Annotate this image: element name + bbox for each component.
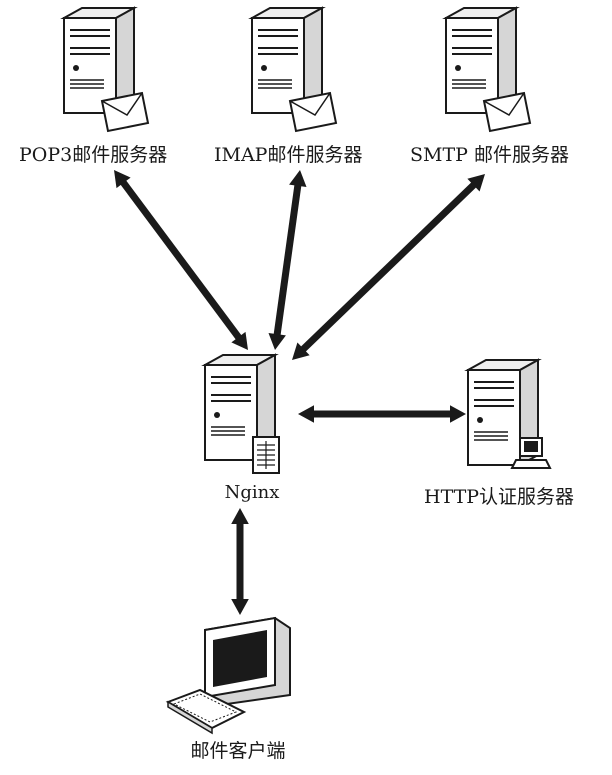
arrow-head [231, 331, 248, 350]
arrow-head [231, 599, 249, 615]
mail-client-computer-icon [165, 616, 291, 735]
mail-client-label: 邮件客户端 [190, 740, 286, 762]
smtp-server-label: SMTP 邮件服务器 [410, 144, 569, 166]
http-auth-server-label: HTTP认证服务器 [424, 486, 575, 508]
nginx-server-icon [204, 354, 280, 474]
arrow-shaft [118, 178, 244, 342]
arrow-shaft [298, 180, 479, 354]
http-auth-server-icon [467, 359, 551, 469]
arrow-head [467, 174, 485, 192]
arrow-head [292, 342, 310, 360]
connection-arrows [114, 170, 485, 615]
pop3-server-label: POP3邮件服务器 [19, 144, 168, 166]
arrow-head [289, 170, 307, 188]
arrow-nginx-http_auth [298, 405, 466, 423]
nginx-label: Nginx [224, 482, 280, 503]
arrow-nginx-imap [268, 170, 307, 350]
smtp-server-icon [445, 7, 531, 132]
arrow-shaft [273, 182, 302, 338]
imap-server-label: IMAP邮件服务器 [214, 144, 363, 166]
pop3-server-icon [63, 7, 149, 132]
arrow-head [268, 332, 286, 350]
arrow-head [231, 508, 249, 524]
arrow-head [114, 170, 131, 189]
arrow-head [298, 405, 314, 423]
arrow-head [450, 405, 466, 423]
arrow-nginx-pop3 [114, 170, 248, 350]
imap-server-icon [251, 7, 337, 132]
arrow-nginx-smtp [292, 174, 485, 360]
arrow-nginx-client [231, 508, 249, 615]
